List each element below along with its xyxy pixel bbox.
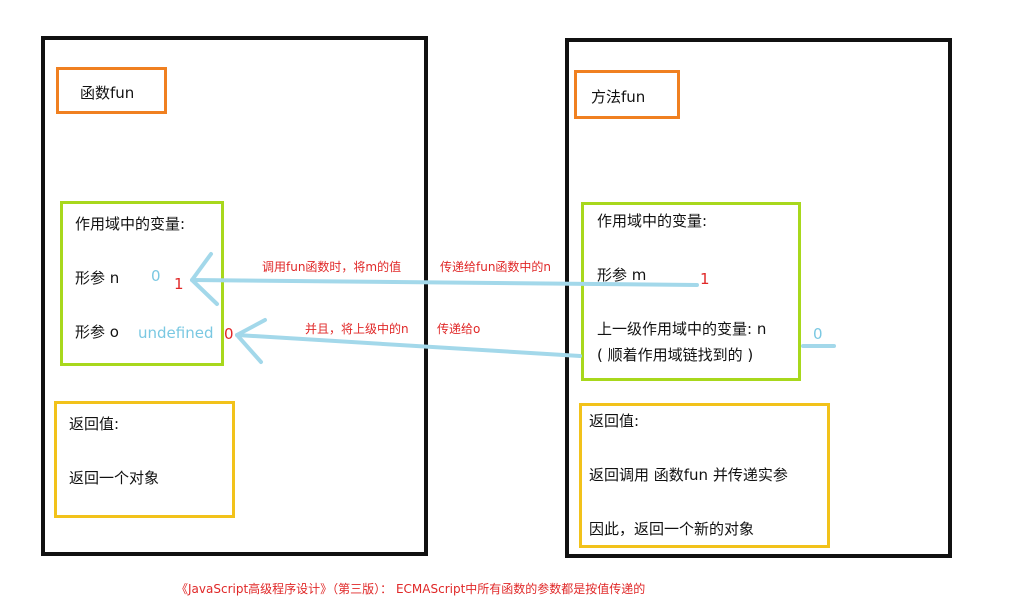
left-title-box: [56, 67, 167, 114]
bottom-arrow-label-a: 并且，将上级中的n: [305, 322, 409, 336]
left-title: 函数fun: [80, 84, 135, 102]
footer-caption: 《JavaScript高级程序设计》（第三版）： ECMAScript中所有函数…: [176, 582, 646, 596]
right-outer-variable-note: ( 顺着作用域链找到的 ): [597, 346, 754, 364]
bottom-arrow-shaft: [235, 333, 582, 358]
right-param-m-value: 1: [700, 270, 710, 288]
top-arrow-label-a: 调用fun函数时，将m的值: [262, 260, 402, 274]
left-param-o: 形参 o: [75, 323, 119, 341]
right-return-line1: 返回调用 函数fun 并传递实参: [589, 466, 788, 484]
right-param-m: 形参 m: [597, 266, 647, 284]
left-param-n-new-value: 1: [174, 275, 184, 293]
right-return-line2: 因此，返回一个新的对象: [589, 520, 755, 538]
bottom-arrow-head: [235, 318, 267, 364]
right-scope-box: [581, 202, 801, 381]
right-scope-heading: 作用域中的变量:: [597, 212, 708, 230]
left-return-text: 返回一个对象: [69, 469, 160, 487]
top-arrow-head: [190, 252, 219, 306]
left-scope-box: [60, 201, 224, 366]
left-return-heading: 返回值:: [69, 415, 120, 433]
right-outer-variable: 上一级作用域中的变量: n: [597, 320, 767, 338]
top-arrow-shaft: [190, 278, 699, 287]
top-arrow-label-b: 传递给fun函数中的n: [440, 260, 552, 274]
right-title-box: [574, 70, 680, 119]
bottom-arrow-label-b: 传递给o: [437, 322, 481, 336]
left-scope-heading: 作用域中的变量:: [75, 215, 186, 233]
left-function-frame: [41, 36, 428, 556]
left-param-o-new-value: 0: [224, 325, 234, 343]
left-param-o-old-value: undefined: [138, 324, 214, 342]
right-title: 方法fun: [591, 88, 646, 106]
left-return-box: [54, 401, 235, 518]
right-return-box: [579, 403, 830, 548]
right-return-heading: 返回值:: [589, 412, 640, 430]
left-param-n-old-value: 0: [151, 267, 161, 285]
right-method-frame: [565, 38, 952, 558]
left-param-n: 形参 n: [75, 269, 120, 287]
right-outer-variable-value: 0: [813, 325, 823, 343]
